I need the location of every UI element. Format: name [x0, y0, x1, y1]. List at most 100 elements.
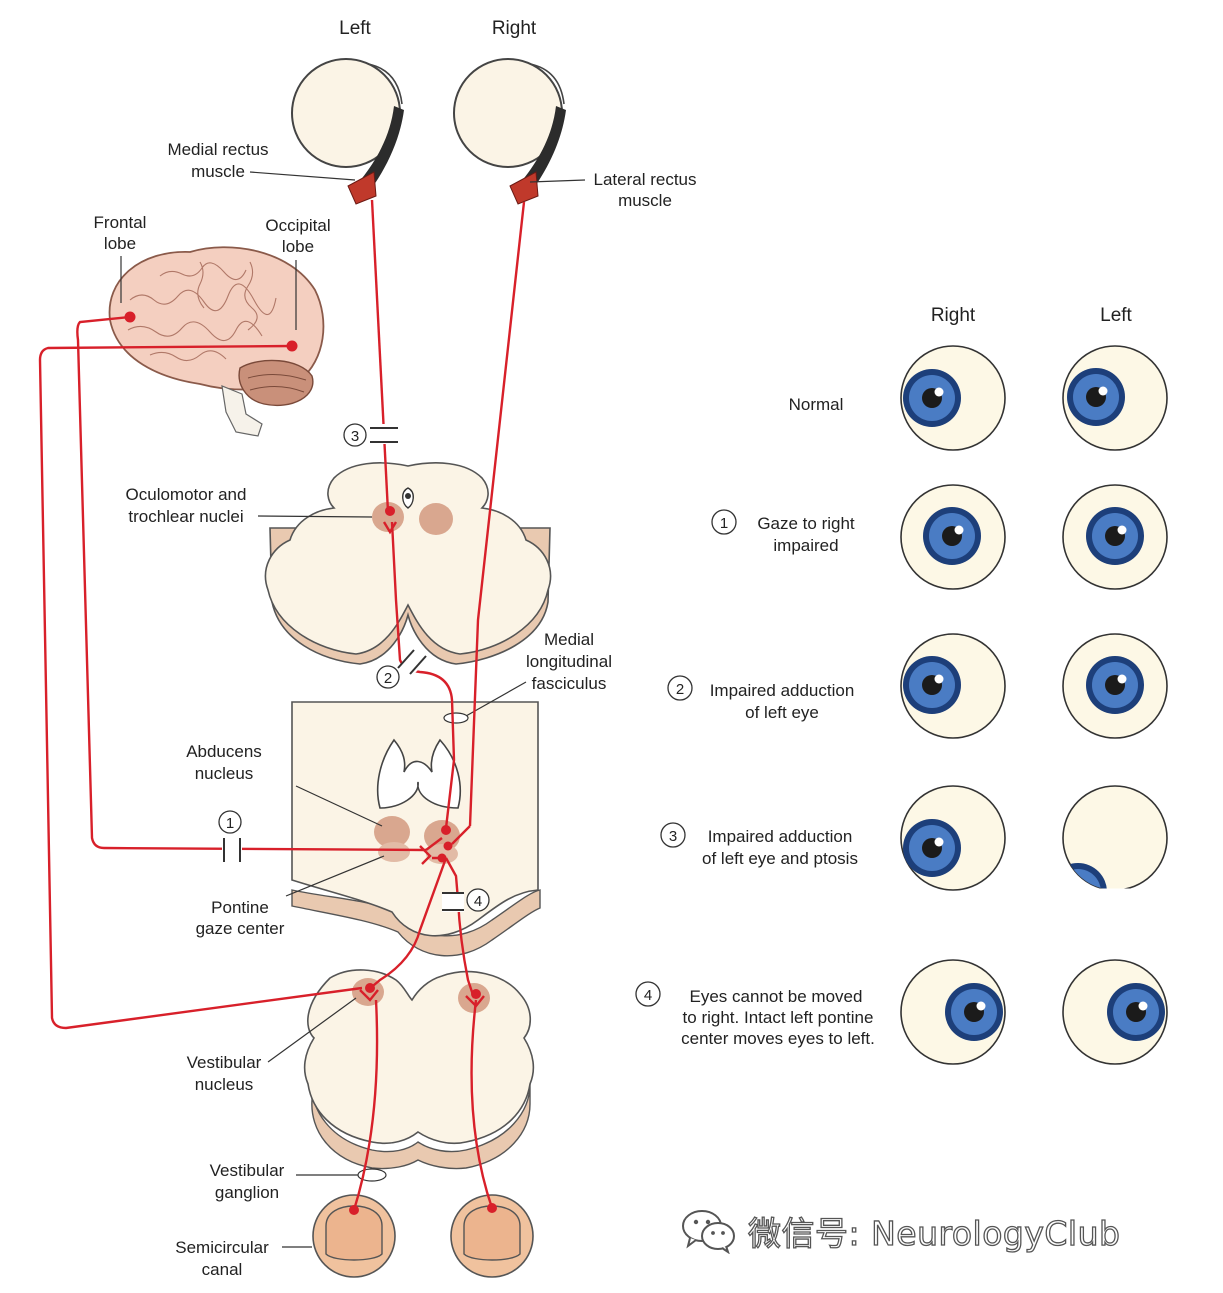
row4-left-eye [1062, 959, 1168, 1065]
svg-text:of left eye: of left eye [745, 703, 819, 722]
midbrain-section [264, 462, 552, 665]
row3-right-eye [900, 785, 1006, 891]
svg-text:3: 3 [351, 428, 359, 445]
row3-left-eye-ptosis [1060, 785, 1168, 892]
panel-col-right: Right [931, 305, 976, 326]
lesion-marker-4: 4 [442, 888, 490, 912]
watermark-text: 微信号: NeurologyClub [747, 1213, 1121, 1253]
top-right-eye-label: Right [492, 18, 537, 39]
mlf-pathway [390, 521, 456, 829]
pontine-gaze-center-left [378, 842, 410, 862]
row1-left-eye [1062, 484, 1168, 590]
svg-text:nucleus: nucleus [195, 1075, 254, 1094]
watermark: 微信号: NeurologyClub [680, 1206, 1121, 1256]
row4-right-eye [900, 959, 1006, 1065]
panel-row-2: 2 Impaired adduction of left eye [667, 633, 1168, 739]
svg-text:muscle: muscle [618, 191, 672, 210]
row2-right-eye [900, 633, 1006, 739]
svg-text:canal: canal [202, 1260, 243, 1279]
abducens-nucleus-label: Abducens nucleus [186, 742, 383, 827]
normal-left-eye [1062, 345, 1168, 451]
svg-text:longitudinal: longitudinal [526, 652, 612, 671]
svg-text:Pontine: Pontine [211, 898, 269, 917]
lesion-marker-1: 1 [218, 810, 242, 862]
row1-right-eye [900, 484, 1006, 590]
neural-pathways [38, 199, 526, 1211]
left-eyeball [291, 58, 404, 205]
svg-text:lobe: lobe [104, 234, 136, 253]
svg-text:Frontal: Frontal [94, 213, 147, 232]
panel-row-4: 4 Eyes cannot be moved to right. Intact … [635, 959, 1168, 1065]
canal-left-to-vestibular [352, 999, 379, 1211]
semicircular-canal-label: Semicircular canal [175, 1238, 312, 1279]
svg-text:Oculomotor and: Oculomotor and [126, 485, 247, 504]
panel-row-3: 3 Impaired adduction of left eye and pto… [660, 785, 1168, 892]
svg-text:1: 1 [226, 815, 234, 832]
occipital-lobe-label: Occipital lobe [265, 216, 331, 330]
lesion-marker-2: 2 [376, 649, 428, 689]
svg-text:muscle: muscle [191, 162, 245, 181]
lateral-rectus-label: Lateral rectus muscle [529, 170, 697, 210]
vestibular-nucleus-label: Vestibular nucleus [187, 997, 357, 1094]
svg-text:Abducens: Abducens [186, 742, 262, 761]
pontine-gaze-center-label: Pontine gaze center [196, 855, 385, 938]
medulla-section [303, 969, 535, 1170]
normal-right-eye [900, 345, 1006, 451]
svg-text:Normal: Normal [789, 395, 844, 414]
pathway-end-dots [124, 311, 497, 1215]
semicircular-canal-left [312, 1194, 396, 1278]
vestibular-ganglion-label: Vestibular ganglion [210, 1161, 387, 1202]
mlf-label: Medial longitudinal fasciculus [443, 630, 612, 724]
synapse-forks [359, 521, 485, 1008]
svg-text:fasciculus: fasciculus [532, 674, 607, 693]
svg-text:to right. Intact left pontine: to right. Intact left pontine [683, 1008, 874, 1027]
oculomotor-nucleus-right [419, 503, 453, 535]
vestibular-left-to-oculomotor [367, 857, 448, 991]
oculomotor-to-medial-rectus [370, 199, 390, 513]
lesion-marker-3: 3 [343, 423, 398, 447]
right-eyeball [453, 58, 566, 205]
svg-text:center moves eyes to left.: center moves eyes to left. [681, 1029, 875, 1048]
svg-text:1: 1 [720, 515, 728, 532]
pons-section [291, 701, 541, 957]
svg-text:impaired: impaired [773, 536, 838, 555]
panel-col-left: Left [1100, 305, 1132, 326]
top-left-eye-label: Left [339, 18, 371, 39]
semicircular-canal-right [450, 1194, 534, 1278]
panel-row-normal: Normal [789, 345, 1168, 451]
svg-text:Impaired adduction: Impaired adduction [710, 681, 855, 700]
row2-left-eye [1062, 633, 1168, 739]
canal-right-to-vestibular [470, 999, 494, 1209]
oculomotor-nuclei-label: Oculomotor and trochlear nuclei [126, 485, 373, 526]
wechat-icon [682, 1210, 735, 1254]
svg-text:lobe: lobe [282, 237, 314, 256]
medial-rectus-label: Medial rectus muscle [167, 140, 356, 181]
svg-text:3: 3 [669, 828, 677, 845]
svg-text:Gaze to right: Gaze to right [757, 514, 855, 533]
svg-text:Medial: Medial [544, 630, 594, 649]
svg-text:Impaired adduction: Impaired adduction [708, 827, 853, 846]
abducens-to-lateral-rectus [468, 201, 526, 827]
frontal-lobe-label: Frontal lobe [94, 213, 147, 303]
svg-text:trochlear nuclei: trochlear nuclei [128, 507, 243, 526]
abducens-nucleus-left [374, 816, 410, 848]
svg-text:Vestibular: Vestibular [187, 1053, 262, 1072]
occipital-to-vestibular-pathway [38, 344, 363, 1030]
svg-text:ganglion: ganglion [215, 1183, 279, 1202]
panel-row-1: 1 Gaze to right impaired [711, 484, 1168, 590]
brain-illustration [108, 246, 325, 437]
svg-text:gaze center: gaze center [196, 919, 285, 938]
svg-text:Vestibular: Vestibular [210, 1161, 285, 1180]
svg-text:2: 2 [676, 681, 684, 698]
svg-text:Occipital: Occipital [265, 216, 330, 235]
svg-text:nucleus: nucleus [195, 764, 254, 783]
svg-text:Lateral rectus: Lateral rectus [594, 170, 697, 189]
oculomotor-nucleus-left [372, 502, 404, 532]
svg-text:4: 4 [474, 893, 482, 910]
svg-text:Eyes cannot be moved: Eyes cannot be moved [690, 987, 863, 1006]
svg-text:Medial rectus: Medial rectus [167, 140, 268, 159]
svg-text:Semicircular: Semicircular [175, 1238, 269, 1257]
svg-text:2: 2 [384, 670, 392, 687]
frontal-to-pontine-pathway [76, 315, 427, 852]
